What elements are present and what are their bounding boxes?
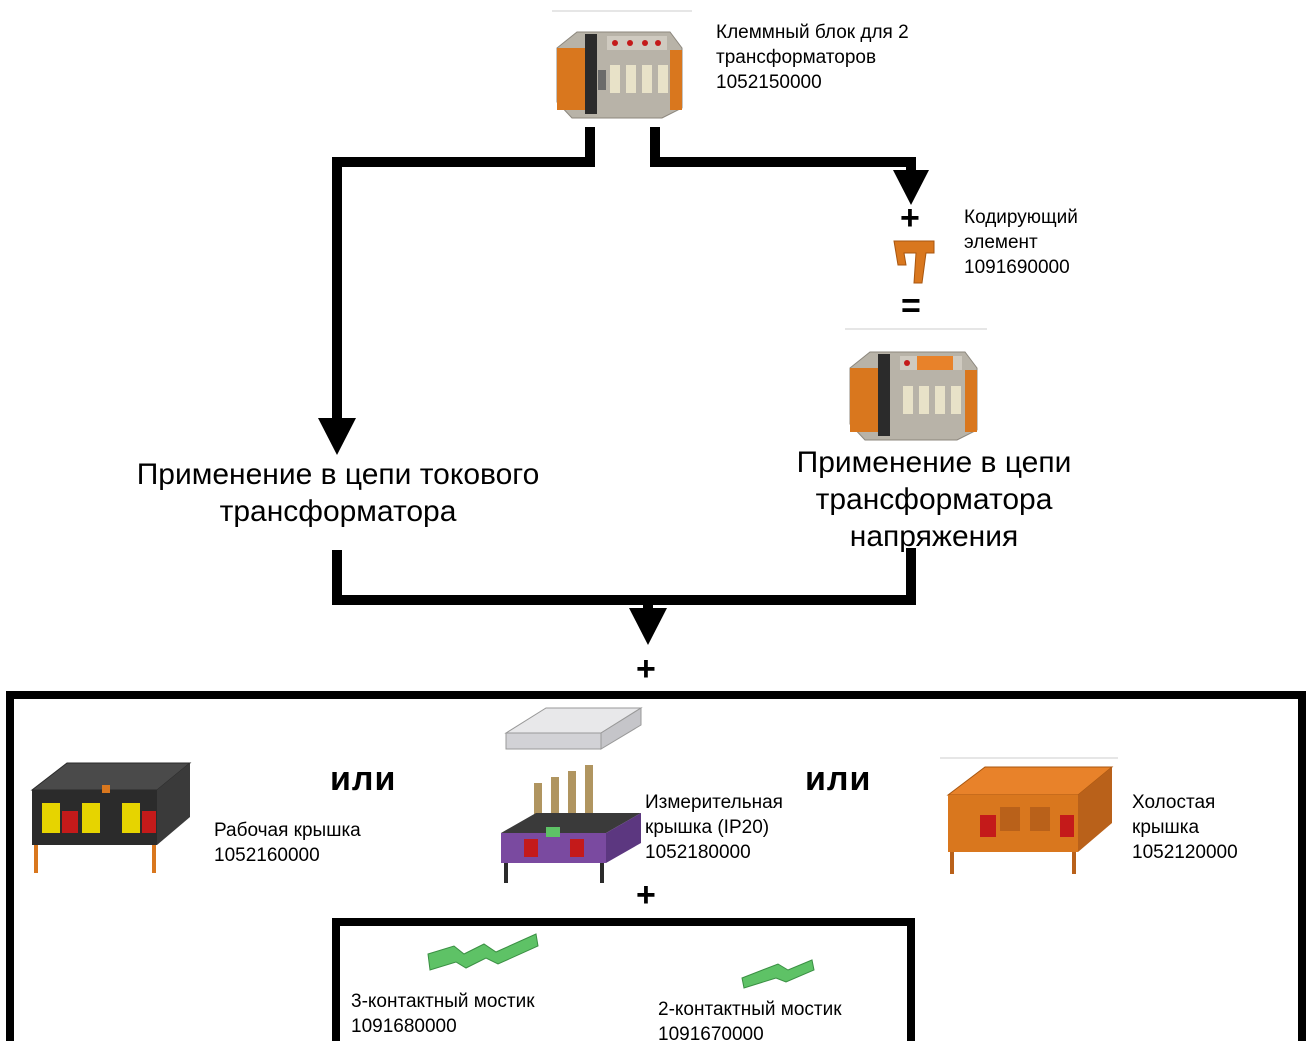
measuring-cover-label: Измерительная крышка (IP20) 1052180000 (645, 792, 783, 863)
idle-cover-image (940, 757, 1118, 877)
merge-plus-sign: + (636, 650, 656, 688)
right-branch-line (650, 127, 916, 172)
coding-element-label: Кодирующий элемент 1091690000 (964, 207, 1078, 278)
terminal-block-label: Клеммный блок для 2 трансформаторов 1052… (716, 22, 909, 93)
merge-arrowhead (629, 608, 667, 645)
bridges-plus-sign: + (636, 876, 656, 914)
idle-cover-label: Холостая крышка 1052120000 (1132, 792, 1238, 863)
measuring-cover-image (496, 703, 646, 885)
right-arrowhead (893, 170, 929, 205)
current-transformer-application: Применение в цепи токового трансформатор… (136, 458, 540, 528)
three-contact-bridge-label: 3-контактный мостик 1091680000 (351, 991, 535, 1037)
two-contact-bridge-image (738, 952, 818, 992)
three-contact-bridge-image (424, 924, 542, 976)
coding-element-image (890, 235, 938, 287)
terminal-block-image (552, 10, 692, 120)
coding-equals-sign: = (901, 287, 921, 325)
working-cover-label: Рабочая крышка 1052160000 (214, 820, 361, 866)
working-cover-image (22, 755, 192, 880)
bridges-frame (332, 918, 915, 1041)
coding-plus-sign: + (900, 199, 920, 237)
or-label-left: или (330, 760, 397, 798)
two-contact-bridge-label: 2-контактный мостик 1091670000 (658, 999, 842, 1045)
coded-terminal-block-image (845, 328, 987, 444)
left-branch-line (332, 127, 595, 422)
left-arrowhead (318, 418, 356, 455)
voltage-transformer-application: Применение в цепи трансформатора напряже… (796, 446, 1072, 553)
merge-line (332, 548, 916, 605)
covers-frame (6, 691, 1306, 1041)
or-label-right: или (805, 760, 872, 798)
